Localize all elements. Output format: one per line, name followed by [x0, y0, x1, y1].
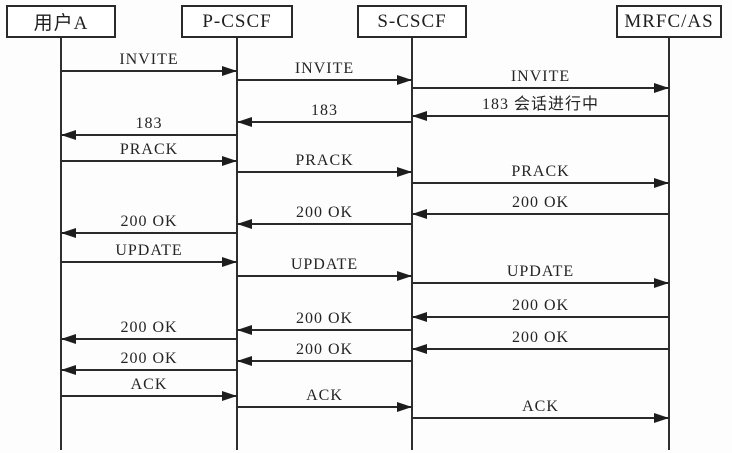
actor-box-userA: 用户A	[6, 5, 116, 38]
message-label-19: 200 OK	[295, 341, 354, 358]
arrowhead-right-icon	[397, 271, 412, 281]
message-line-11	[61, 232, 237, 234]
message-label-11: 200 OK	[120, 213, 178, 230]
message-line-17	[61, 338, 237, 340]
message-label-1: INVITE	[294, 60, 355, 77]
message-label-6: PRACK	[119, 141, 179, 158]
actor-label-pcscf: P-CSCF	[202, 10, 272, 32]
actor-label-scscf: S-CSCF	[377, 10, 447, 32]
message-line-21	[61, 395, 237, 397]
actor-box-pcscf: P-CSCF	[181, 5, 293, 38]
arrowhead-right-icon	[222, 391, 237, 401]
arrowhead-right-icon	[397, 75, 412, 85]
message-label-21: ACK	[130, 376, 168, 393]
message-label-7: PRACK	[295, 152, 354, 169]
message-line-4	[237, 121, 412, 123]
message-label-0: INVITE	[119, 51, 179, 68]
message-label-13: UPDATE	[290, 256, 359, 273]
message-label-10: 200 OK	[295, 204, 354, 221]
arrowhead-left-icon	[412, 209, 427, 219]
message-line-8	[412, 182, 669, 184]
actor-label-userA: 用户A	[33, 13, 89, 34]
message-line-14	[412, 282, 669, 284]
message-line-5	[61, 134, 237, 136]
actor-box-scscf: S-CSCF	[357, 5, 467, 38]
lifeline-pcscf	[236, 38, 238, 450]
message-line-13	[237, 275, 412, 277]
message-label-17: 200 OK	[120, 319, 178, 336]
message-label-12: UPDATE	[115, 242, 183, 259]
message-label-22: ACK	[306, 387, 343, 404]
message-label-8: PRACK	[511, 163, 570, 180]
message-line-6	[61, 160, 237, 162]
message-line-12	[61, 261, 237, 263]
arrowhead-left-icon	[237, 219, 252, 229]
message-label-4: 183	[311, 102, 338, 119]
message-line-1	[237, 79, 412, 81]
arrowhead-right-icon	[654, 83, 669, 93]
message-line-20	[61, 369, 237, 371]
message-line-9	[412, 213, 669, 215]
actor-label-mrfc: MRFC/AS	[624, 10, 714, 32]
message-label-20: 200 OK	[120, 350, 178, 367]
message-label-16: 200 OK	[295, 310, 354, 327]
message-line-10	[237, 223, 412, 225]
arrowhead-left-icon	[61, 130, 76, 140]
message-line-23	[412, 417, 669, 419]
arrowhead-right-icon	[654, 178, 669, 188]
arrowhead-left-icon	[237, 325, 252, 335]
arrowhead-right-icon	[654, 278, 669, 288]
arrowhead-right-icon	[397, 167, 412, 177]
lifeline-userA	[60, 38, 62, 450]
arrowhead-right-icon	[222, 66, 237, 76]
message-line-7	[237, 171, 412, 173]
arrowhead-left-icon	[61, 334, 76, 344]
arrowhead-left-icon	[412, 344, 427, 354]
message-label-5: 183	[135, 115, 163, 132]
arrowhead-right-icon	[222, 156, 237, 166]
message-label-3: 183 会话进行中	[481, 96, 600, 113]
message-label-9: 200 OK	[511, 194, 570, 211]
arrowhead-right-icon	[222, 257, 237, 267]
message-label-18: 200 OK	[511, 329, 570, 346]
arrowhead-left-icon	[412, 312, 427, 322]
lifeline-scscf	[411, 38, 413, 450]
arrowhead-right-icon	[654, 413, 669, 423]
message-line-19	[237, 360, 412, 362]
message-label-2: INVITE	[510, 68, 571, 85]
message-line-18	[412, 348, 669, 350]
arrowhead-left-icon	[237, 356, 252, 366]
message-line-2	[412, 87, 669, 89]
arrowhead-left-icon	[61, 365, 76, 375]
arrowhead-left-icon	[237, 117, 252, 127]
message-line-22	[237, 406, 412, 408]
message-line-15	[412, 316, 669, 318]
message-label-23: ACK	[522, 398, 559, 415]
lifeline-mrfc	[668, 38, 670, 450]
arrowhead-left-icon	[412, 111, 427, 121]
arrowhead-right-icon	[397, 402, 412, 412]
message-line-3	[412, 115, 669, 117]
message-label-14: UPDATE	[506, 263, 575, 280]
message-line-0	[61, 70, 237, 72]
message-label-15: 200 OK	[511, 297, 570, 314]
actor-box-mrfc: MRFC/AS	[616, 5, 722, 38]
message-line-16	[237, 329, 412, 331]
arrowhead-left-icon	[61, 228, 76, 238]
